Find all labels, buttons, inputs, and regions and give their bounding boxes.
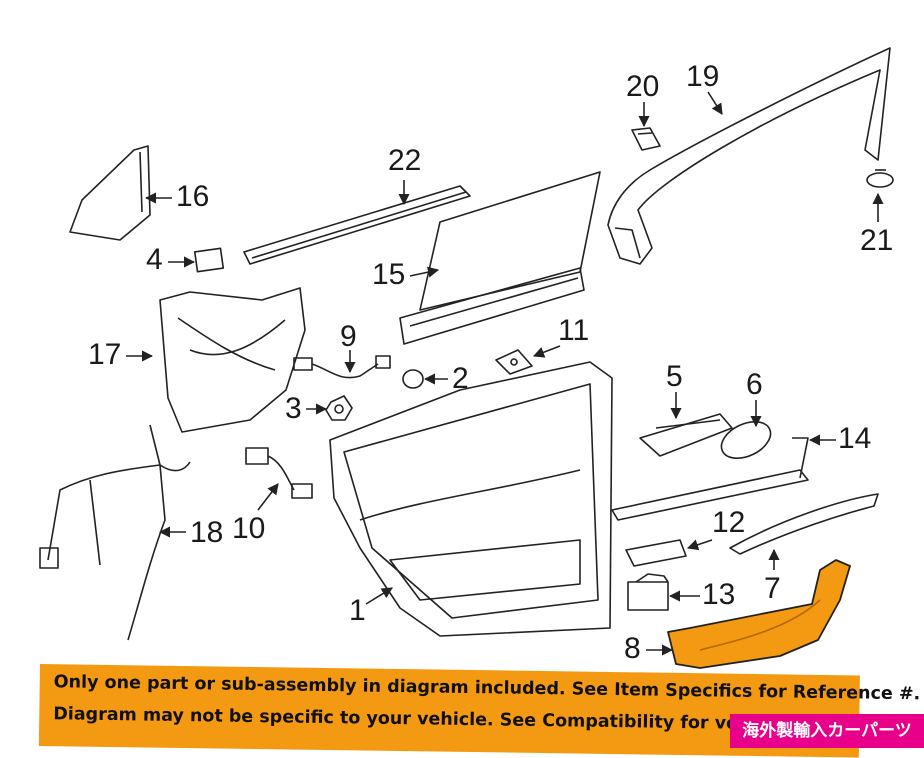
callout-8: 8 <box>624 632 641 665</box>
harness-part <box>293 355 391 379</box>
watermark-badge: 海外製輸入カーパーツ <box>730 714 924 748</box>
leader-10 <box>257 483 279 511</box>
armrest-highlighted-part <box>667 559 851 669</box>
handle-bezel-part <box>720 421 772 459</box>
leader-19 <box>707 91 723 115</box>
connector-part <box>245 447 313 499</box>
water-deflector-part <box>159 287 306 433</box>
switch-part <box>625 539 687 567</box>
sunshade-part <box>399 171 601 345</box>
switch-block-part <box>627 573 669 611</box>
callout-21: 21 <box>860 224 894 257</box>
corner-trim-part <box>69 145 151 241</box>
leader-15 <box>409 266 440 278</box>
callout-10: 10 <box>232 512 266 545</box>
callout-19: 19 <box>686 60 720 93</box>
disclaimer-line-1: Only one part or sub-assembly in diagram… <box>53 672 921 705</box>
door-handle-part <box>639 413 733 457</box>
bracket-part <box>495 349 533 375</box>
callout-13: 13 <box>702 578 736 611</box>
belt-molding-part <box>243 185 471 265</box>
block-part <box>193 247 225 273</box>
callout-20: 20 <box>626 70 660 103</box>
callout-17: 17 <box>88 338 122 371</box>
door-trim-panel-part <box>329 361 613 637</box>
callout-4: 4 <box>146 243 163 276</box>
leader-11 <box>532 345 561 358</box>
callout-1: 1 <box>349 594 366 627</box>
armrest-trim-part <box>729 493 879 555</box>
roof-rail-molding-part <box>607 47 891 265</box>
callout-5: 5 <box>666 360 683 393</box>
callout-22: 22 <box>388 144 422 177</box>
push-pin-part <box>866 169 894 188</box>
trim-strip-part <box>611 437 809 521</box>
leader-1 <box>365 587 393 605</box>
callout-12: 12 <box>712 506 746 539</box>
callout-16: 16 <box>176 180 210 213</box>
plug-part <box>402 369 424 389</box>
clip-part <box>631 127 661 151</box>
callout-18: 18 <box>190 516 224 549</box>
wiring-harness-part <box>39 424 191 641</box>
disclaimer-line-2: Diagram may not be specific to your vehi… <box>53 704 838 736</box>
callout-15: 15 <box>372 258 406 291</box>
callout-2: 2 <box>452 362 469 395</box>
callout-14: 14 <box>838 422 872 455</box>
callout-11: 11 <box>558 314 590 347</box>
callout-9: 9 <box>340 320 357 353</box>
callout-6: 6 <box>746 368 763 401</box>
callout-7: 7 <box>764 572 781 605</box>
callout-3: 3 <box>285 392 302 425</box>
leader-12 <box>686 539 713 551</box>
nut-part <box>325 395 353 421</box>
